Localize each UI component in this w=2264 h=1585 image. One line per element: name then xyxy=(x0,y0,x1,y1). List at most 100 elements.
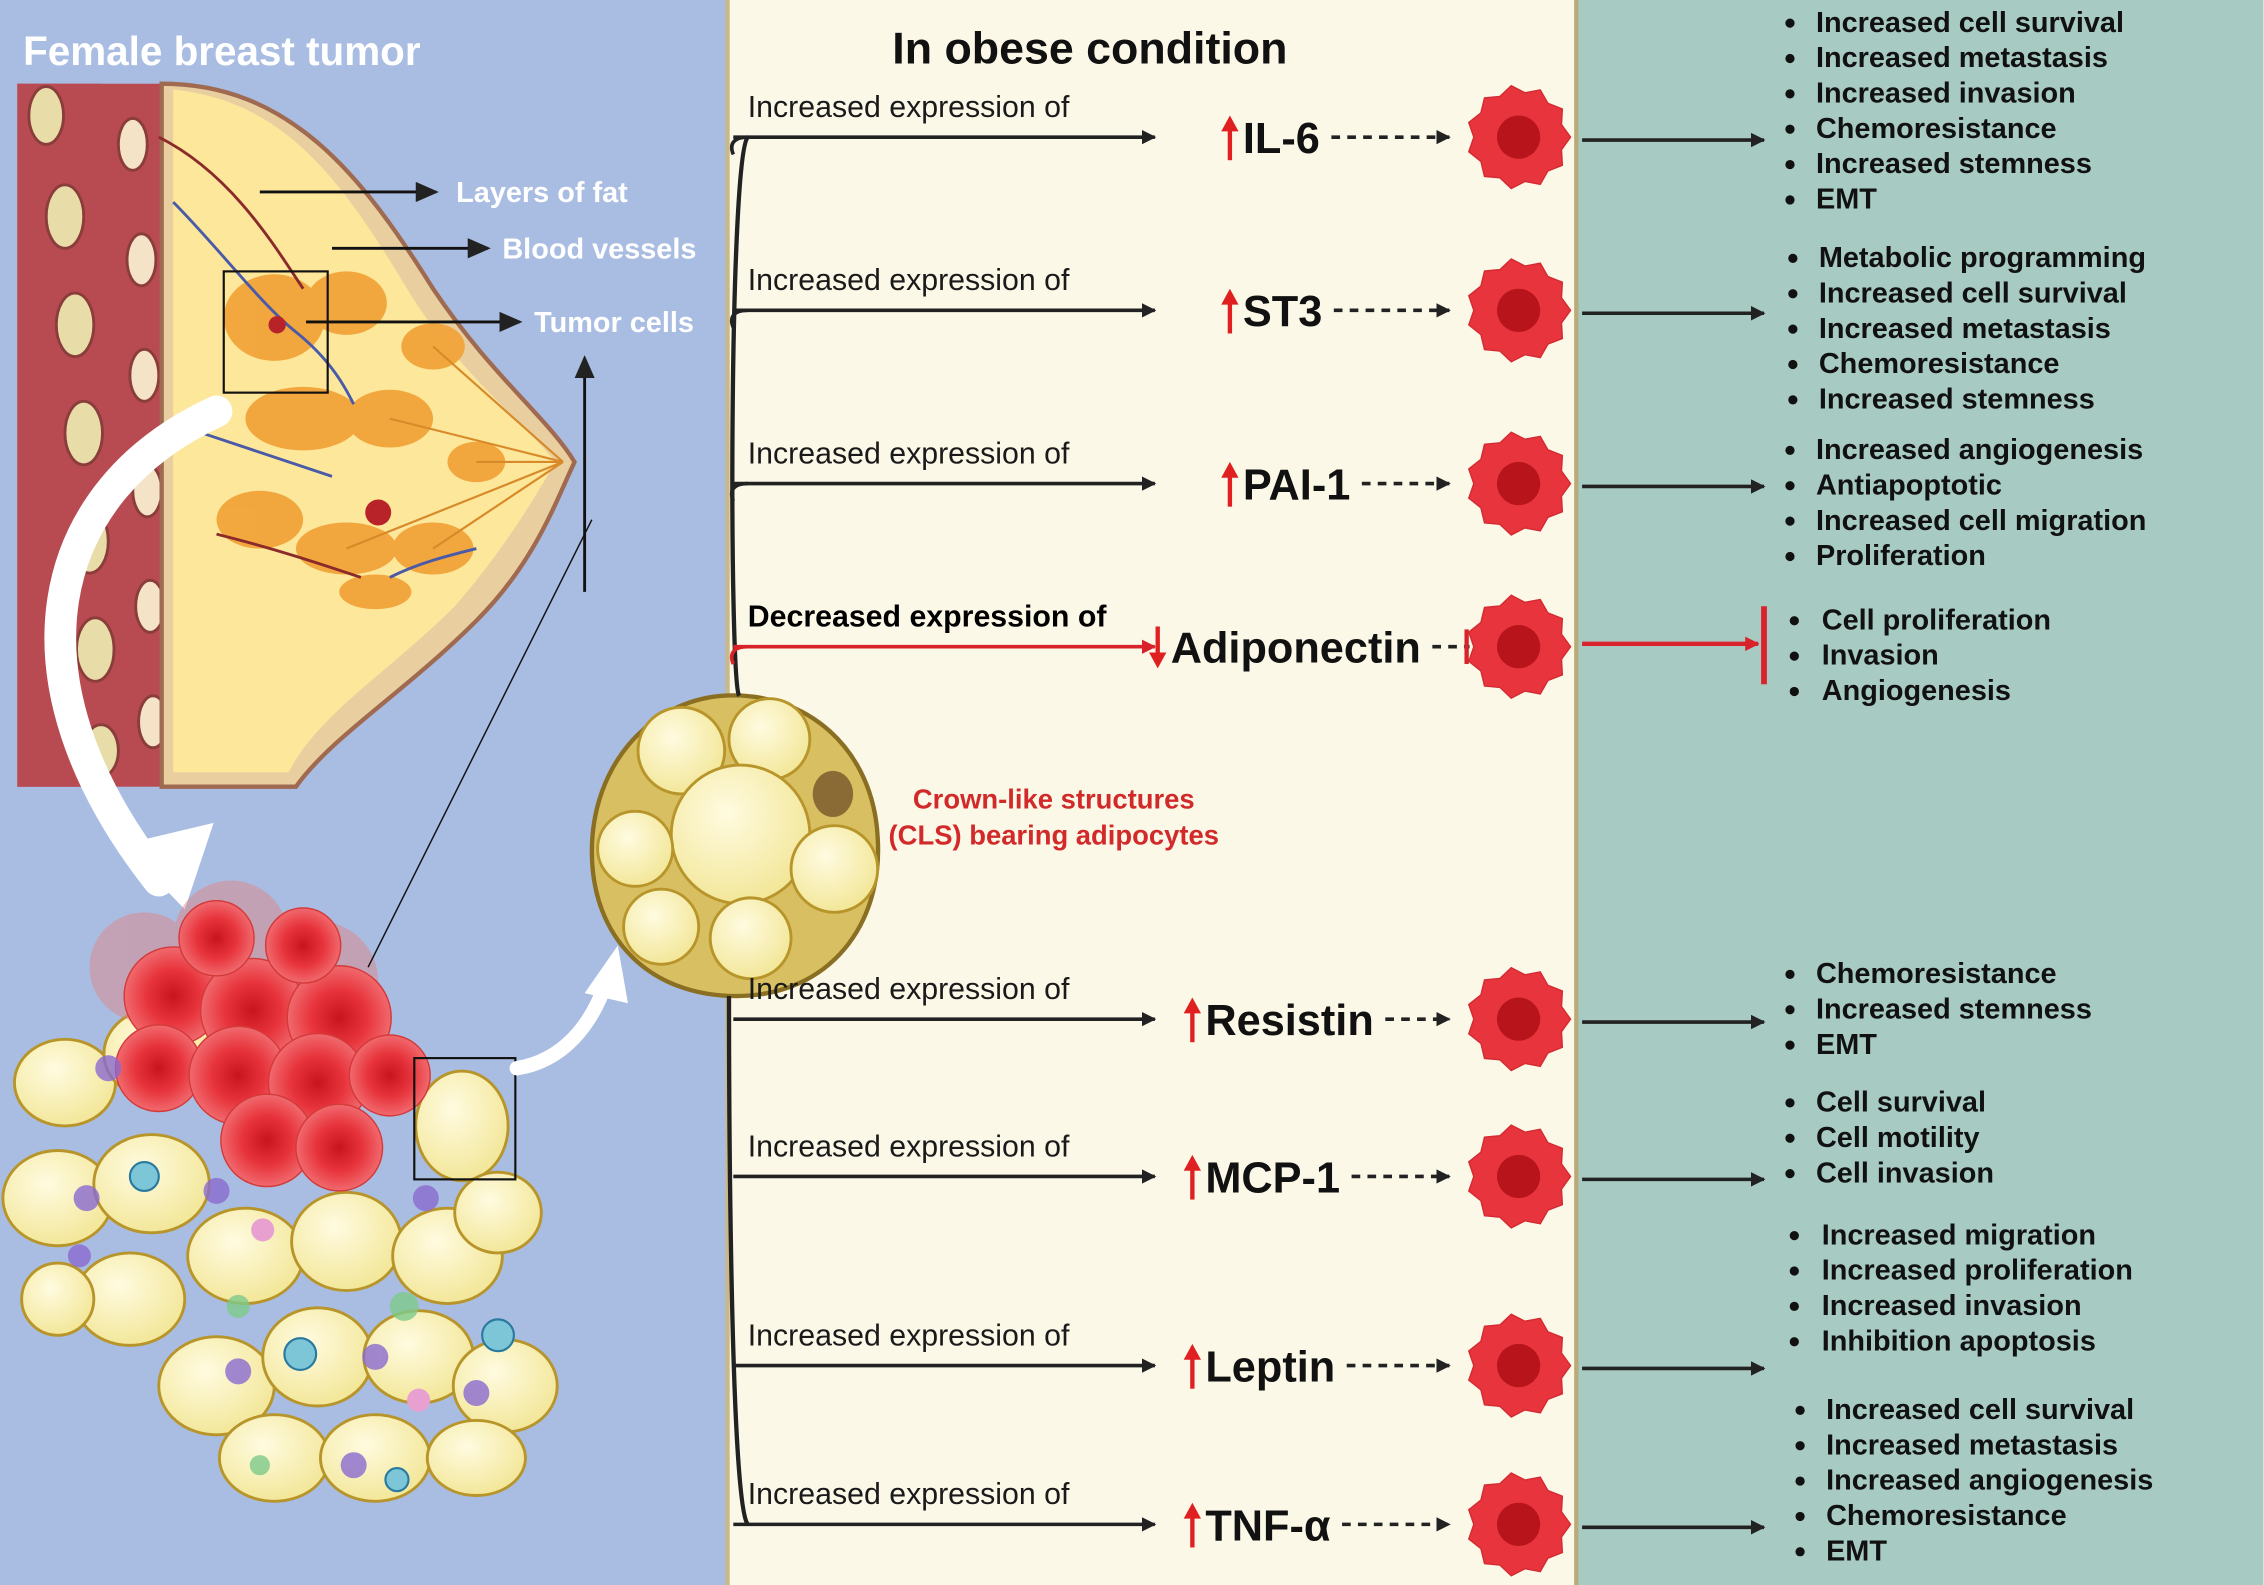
cls-adipocyte xyxy=(589,693,881,999)
effect-item: Proliferation xyxy=(1816,540,1986,572)
pathway-row: Increased expression of TNF-α Increased ce… xyxy=(733,1394,2153,1577)
pathway-row: Increased expression of IL-6 Increased cel… xyxy=(729,7,2124,216)
bullet-dot xyxy=(1785,1098,1795,1108)
up-arrow-icon xyxy=(1221,115,1239,161)
bullet-dot xyxy=(1785,53,1795,64)
bullet-dot xyxy=(1789,1266,1799,1276)
branch-curve xyxy=(729,308,748,329)
molecule-label: MCP-1 xyxy=(1205,1154,1340,1202)
bullet-dot xyxy=(1795,1405,1805,1415)
effect-item: Increased metastasis xyxy=(1816,42,2108,74)
bullet-dot xyxy=(1788,359,1798,370)
effect-item: Cell invasion xyxy=(1816,1157,1994,1189)
molecule-label: IL-6 xyxy=(1243,115,1320,163)
pathway-row: Increased expression of Resistin Chemoresi… xyxy=(733,958,2092,1072)
effect-item: Inhibition apoptosis xyxy=(1822,1325,2096,1357)
bullet-dot xyxy=(1785,481,1795,491)
expression-label: Increased expression of xyxy=(748,437,1070,470)
label-tumor-cells: Tumor cells xyxy=(534,307,694,339)
bullet-dot xyxy=(1785,445,1795,456)
cls-label-line-1: Crown-like structures xyxy=(913,783,1195,814)
molecule-label: Leptin xyxy=(1205,1343,1335,1391)
bullet-dot xyxy=(1788,395,1798,405)
effect-item: Increased stemness xyxy=(1816,993,2092,1025)
effect-item: Chemoresistance xyxy=(1816,958,2057,990)
effect-item: Invasion xyxy=(1822,640,1939,672)
bullet-dot xyxy=(1785,124,1795,134)
pathway-row: Increased expression of Leptin Increased m… xyxy=(733,1219,2133,1418)
label-layers-of-fat: Layers of fat xyxy=(456,177,628,209)
molecule-label: PAI-1 xyxy=(1243,461,1350,509)
effect-item: Increased stemness xyxy=(1819,384,2095,416)
effect-item: EMT xyxy=(1816,184,1877,216)
tumor-cell-nucleus xyxy=(1496,1154,1541,1199)
bullet-dot xyxy=(1785,195,1795,205)
effect-item: Cell survival xyxy=(1816,1087,1986,1119)
effect-item: Increased metastasis xyxy=(1826,1429,2118,1461)
bullet-dot xyxy=(1785,1133,1795,1143)
pathway-row: Decreased expression of Adiponectin Cell p… xyxy=(729,594,2051,707)
bullet-dot xyxy=(1785,969,1795,980)
expression-label: Increased expression of xyxy=(748,1478,1070,1511)
up-arrow-icon xyxy=(1221,461,1239,507)
left-label-arrows xyxy=(259,181,595,592)
effect-item: Increased migration xyxy=(1822,1219,2096,1251)
effect-item: Increased cell survival xyxy=(1816,7,2124,39)
effect-item: Increased stemness xyxy=(1816,148,2092,180)
effect-item: EMT xyxy=(1816,1029,1877,1061)
effect-item: EMT xyxy=(1826,1535,1887,1567)
effect-item: Antiapoptotic xyxy=(1816,469,2002,501)
effect-item: Increased invasion xyxy=(1816,77,2076,109)
effect-item: Increased angiogenesis xyxy=(1816,434,2143,466)
pathway-row: Increased expression of PAI-1 Increased an… xyxy=(729,431,2146,572)
bullet-dot xyxy=(1788,253,1798,264)
molecule-label: Resistin xyxy=(1205,997,1373,1045)
label-blood-vessels: Blood vessels xyxy=(502,233,696,265)
up-arrow-icon xyxy=(1221,288,1239,334)
effect-item: Metabolic programming xyxy=(1819,242,2146,274)
up-arrow-icon xyxy=(1183,1154,1202,1200)
down-arrow-icon xyxy=(1149,626,1167,669)
middle-header: In obese condition xyxy=(892,24,1287,74)
effect-item: Increased angiogenesis xyxy=(1826,1465,2153,1497)
effect-item: Increased proliferation xyxy=(1822,1255,2133,1287)
expression-label: Increased expression of xyxy=(748,91,1070,124)
tumor-cell-nucleus xyxy=(1496,1343,1541,1388)
bullet-dot xyxy=(1795,1476,1805,1486)
tumor-cell-nucleus xyxy=(1496,461,1541,506)
effect-item: Chemoresistance xyxy=(1819,348,2060,380)
branch-curve xyxy=(729,135,748,156)
up-arrow-icon xyxy=(1183,997,1202,1043)
bullet-dot xyxy=(1785,1040,1795,1050)
bullet-dot xyxy=(1785,159,1795,170)
tumor-cell-nucleus xyxy=(1496,115,1541,159)
effect-item: Cell proliferation xyxy=(1822,604,2051,636)
branch-curve xyxy=(729,481,748,502)
expression-label: Increased expression of xyxy=(748,1319,1070,1352)
bullet-dot xyxy=(1785,516,1795,526)
bullet-dot xyxy=(1785,1168,1795,1179)
bullet-dot xyxy=(1789,1337,1799,1347)
expression-label: Increased expression of xyxy=(748,973,1070,1006)
expression-label: Increased expression of xyxy=(748,264,1070,297)
expression-label: Decreased expression of xyxy=(748,600,1108,633)
bullet-dot xyxy=(1795,1441,1805,1451)
bullet-dot xyxy=(1795,1511,1805,1522)
left-title: Female breast tumor xyxy=(23,28,421,74)
bullet-dot xyxy=(1789,616,1799,626)
bullet-dot xyxy=(1785,89,1795,99)
molecule-label: TNF-α xyxy=(1205,1502,1331,1550)
effect-item: Cell motility xyxy=(1816,1122,1980,1154)
trunk-lower xyxy=(726,996,750,1526)
right-panel-bg xyxy=(1576,0,2264,1585)
molecule-label: Adiponectin xyxy=(1171,625,1421,673)
effect-item: Increased cell survival xyxy=(1819,277,2127,309)
bullet-dot xyxy=(1795,1547,1805,1557)
bullet-dot xyxy=(1789,1301,1799,1312)
effect-item: Increased cell survival xyxy=(1826,1394,2134,1426)
trunk-upper xyxy=(730,135,750,697)
bullet-dot xyxy=(1788,289,1798,299)
